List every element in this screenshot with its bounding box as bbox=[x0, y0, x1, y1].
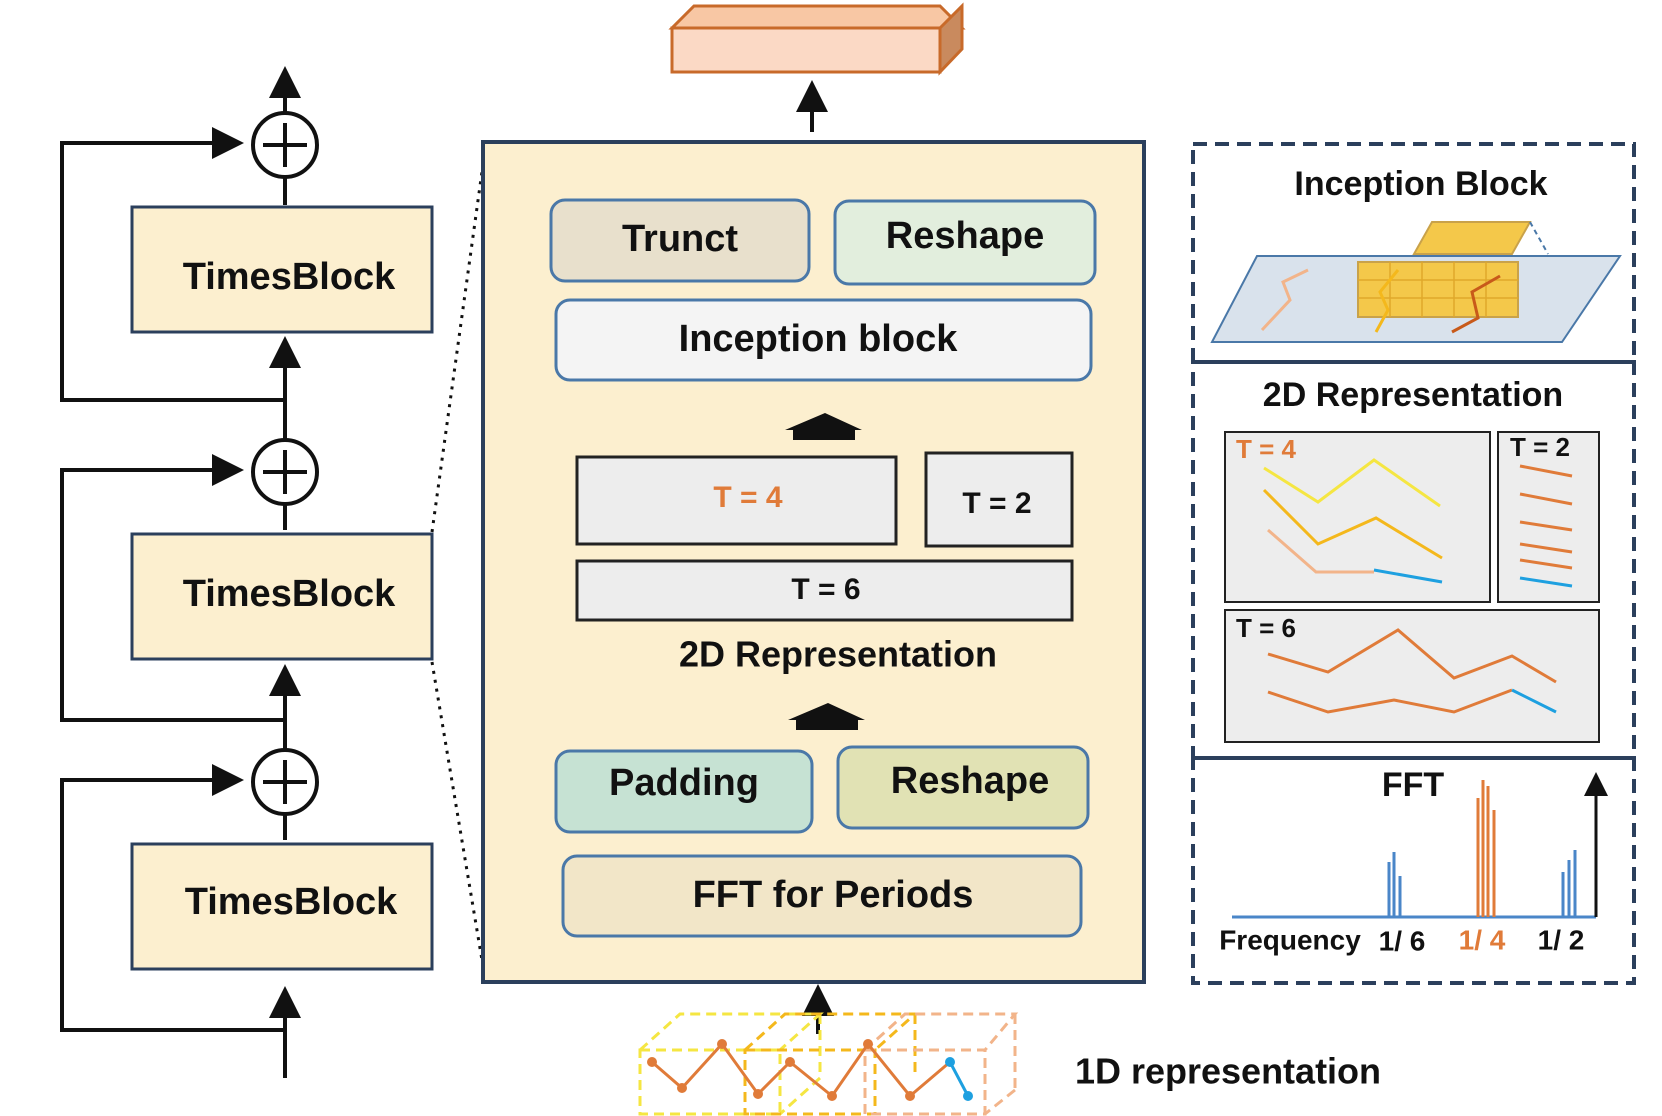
svg-text:FFT for Periods: FFT for Periods bbox=[693, 874, 974, 916]
fft-panel-title: FFT bbox=[1382, 766, 1445, 804]
repr-t2-box: T = 2 bbox=[1497, 431, 1600, 603]
svg-text:Reshape: Reshape bbox=[886, 215, 1044, 257]
freq-tick-1-4: 1/ 4 bbox=[1459, 924, 1506, 955]
freq-tick-1-6: 1/ 6 bbox=[1379, 925, 1426, 956]
zoom-line bbox=[430, 149, 487, 533]
1d-representation-figure bbox=[638, 1012, 1019, 1116]
thick-up-arrow bbox=[788, 703, 865, 730]
reshape-box-bottom: Reshape bbox=[836, 745, 1090, 830]
inception-illustration bbox=[1210, 221, 1622, 343]
thick-up-arrow bbox=[785, 413, 862, 440]
add-node bbox=[251, 438, 319, 506]
padding-box: Padding bbox=[554, 749, 814, 834]
fft-periods-box: FFT for Periods bbox=[561, 854, 1083, 938]
add-node bbox=[251, 111, 319, 179]
fft-spectrum bbox=[1232, 772, 1608, 919]
svg-text:Inception block: Inception block bbox=[679, 318, 959, 360]
inception-block-box: Inception block bbox=[554, 298, 1093, 382]
repr-panel-title: 2D Representation bbox=[1263, 376, 1563, 414]
repr-t6-box: T = 6 bbox=[1224, 609, 1600, 743]
timesblock-3: TimesBlock bbox=[130, 842, 434, 971]
svg-text:T = 4: T = 4 bbox=[713, 481, 783, 514]
repr2d-caption: 2D Representation bbox=[679, 634, 997, 675]
svg-text:Padding: Padding bbox=[609, 762, 759, 804]
freq-tick-1-2: 1/ 2 bbox=[1538, 924, 1585, 955]
side-panel-frames bbox=[1191, 142, 1636, 985]
svg-text:T = 6: T = 6 bbox=[791, 573, 860, 606]
frequency-label: Frequency bbox=[1219, 924, 1361, 955]
timesblock-2: TimesBlock bbox=[130, 532, 434, 661]
svg-text:T = 2: T = 2 bbox=[962, 487, 1031, 520]
t6-cell: T = 6 bbox=[575, 559, 1074, 622]
t4-cell: T = 4 bbox=[575, 455, 898, 546]
t2-cell: T = 2 bbox=[924, 451, 1074, 548]
zoom-line bbox=[430, 661, 487, 979]
svg-text:T = 6: T = 6 bbox=[1236, 613, 1296, 643]
repr-t4-box: T = 4 bbox=[1224, 431, 1491, 603]
timesblock-1: TimesBlock bbox=[130, 205, 434, 334]
inception-panel-title: Inception Block bbox=[1294, 165, 1547, 203]
1d-series-line bbox=[647, 1039, 973, 1101]
times-stack bbox=[60, 66, 301, 1078]
trunct-box: Trunct bbox=[549, 198, 811, 283]
svg-text:Trunct: Trunct bbox=[622, 218, 738, 260]
reshape-box-top: Reshape bbox=[833, 199, 1097, 286]
timesblock-label: TimesBlock bbox=[183, 573, 396, 615]
output-tensor bbox=[668, 2, 966, 76]
1d-representation-label: 1D representation bbox=[1075, 1051, 1381, 1092]
svg-text:T = 2: T = 2 bbox=[1510, 432, 1570, 462]
timesblock-label: TimesBlock bbox=[183, 256, 396, 298]
add-node bbox=[251, 748, 319, 816]
svg-text:T = 4: T = 4 bbox=[1236, 434, 1297, 464]
svg-text:Reshape: Reshape bbox=[891, 760, 1049, 802]
timesblock-label: TimesBlock bbox=[185, 881, 398, 923]
